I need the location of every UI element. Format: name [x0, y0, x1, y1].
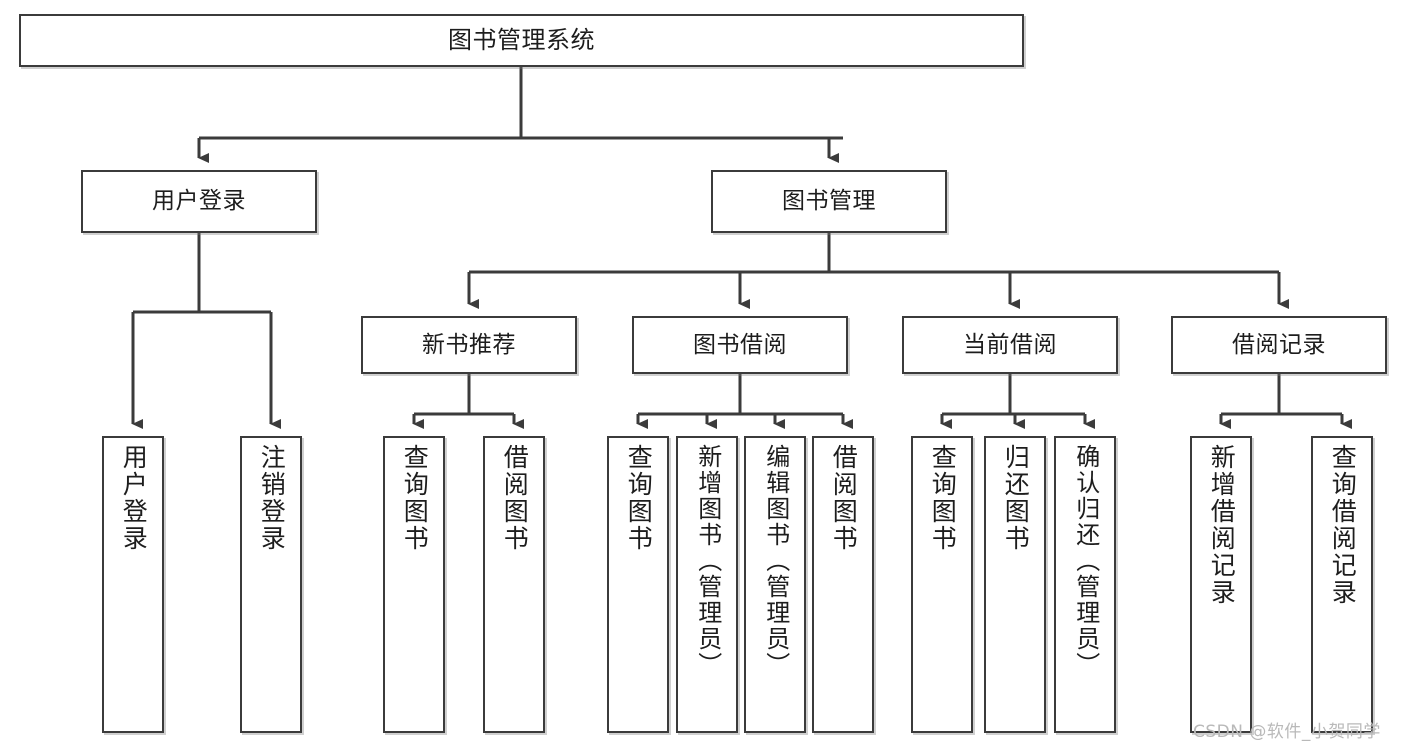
node-book-borrow[interactable]: 图书借阅: [632, 316, 848, 374]
leaf-node[interactable]: 查询借阅记录: [1311, 436, 1373, 733]
node-label: 新增图书（管理员）: [693, 444, 722, 678]
node-label: 图书借阅: [693, 331, 787, 358]
node-label: 确认归还（管理员）: [1071, 444, 1100, 678]
leaf-node[interactable]: 新增图书（管理员）: [676, 436, 738, 733]
node-label: 图书管理: [782, 188, 876, 215]
leaf-node[interactable]: 归还图书: [984, 436, 1046, 733]
leaf-node[interactable]: 借阅图书: [812, 436, 874, 733]
node-borrow-records[interactable]: 借阅记录: [1171, 316, 1387, 374]
node-label: 编辑图书（管理员）: [761, 444, 790, 678]
leaf-node[interactable]: 查询图书: [911, 436, 973, 733]
leaf-node[interactable]: 注销登录: [240, 436, 302, 733]
leaf-node[interactable]: 查询图书: [383, 436, 445, 733]
node-label: 查询借阅记录: [1328, 444, 1358, 606]
node-label: 归还图书: [1001, 444, 1031, 552]
node-new-book-recommend[interactable]: 新书推荐: [361, 316, 577, 374]
node-label: 注销登录: [257, 444, 287, 552]
node-label: 查询图书: [624, 444, 654, 552]
leaf-node[interactable]: 编辑图书（管理员）: [744, 436, 806, 733]
leaf-node[interactable]: 借阅图书: [483, 436, 545, 733]
csdn-watermark: CSDN @软件_小贺同学: [1193, 722, 1381, 742]
leaf-node[interactable]: 用户登录: [102, 436, 164, 733]
node-label: 当前借阅: [963, 331, 1057, 358]
node-book-management[interactable]: 图书管理: [711, 170, 947, 233]
node-label: 用户登录: [119, 444, 149, 552]
node-label: 借阅记录: [1232, 331, 1326, 358]
node-label: 用户登录: [152, 188, 246, 215]
node-root-system[interactable]: 图书管理系统: [19, 14, 1024, 67]
node-label: 新增借阅记录: [1207, 444, 1237, 606]
node-label: 图书管理系统: [448, 25, 595, 54]
node-label: 查询图书: [400, 444, 430, 552]
node-label: 借阅图书: [829, 444, 859, 552]
node-current-borrow[interactable]: 当前借阅: [902, 316, 1118, 374]
leaf-node[interactable]: 查询图书: [607, 436, 669, 733]
leaf-node[interactable]: 确认归还（管理员）: [1054, 436, 1116, 733]
node-label: 查询图书: [928, 444, 958, 552]
node-label: 借阅图书: [500, 444, 530, 552]
node-label: 新书推荐: [422, 331, 516, 358]
node-user-login[interactable]: 用户登录: [81, 170, 317, 233]
leaf-node[interactable]: 新增借阅记录: [1190, 436, 1252, 733]
